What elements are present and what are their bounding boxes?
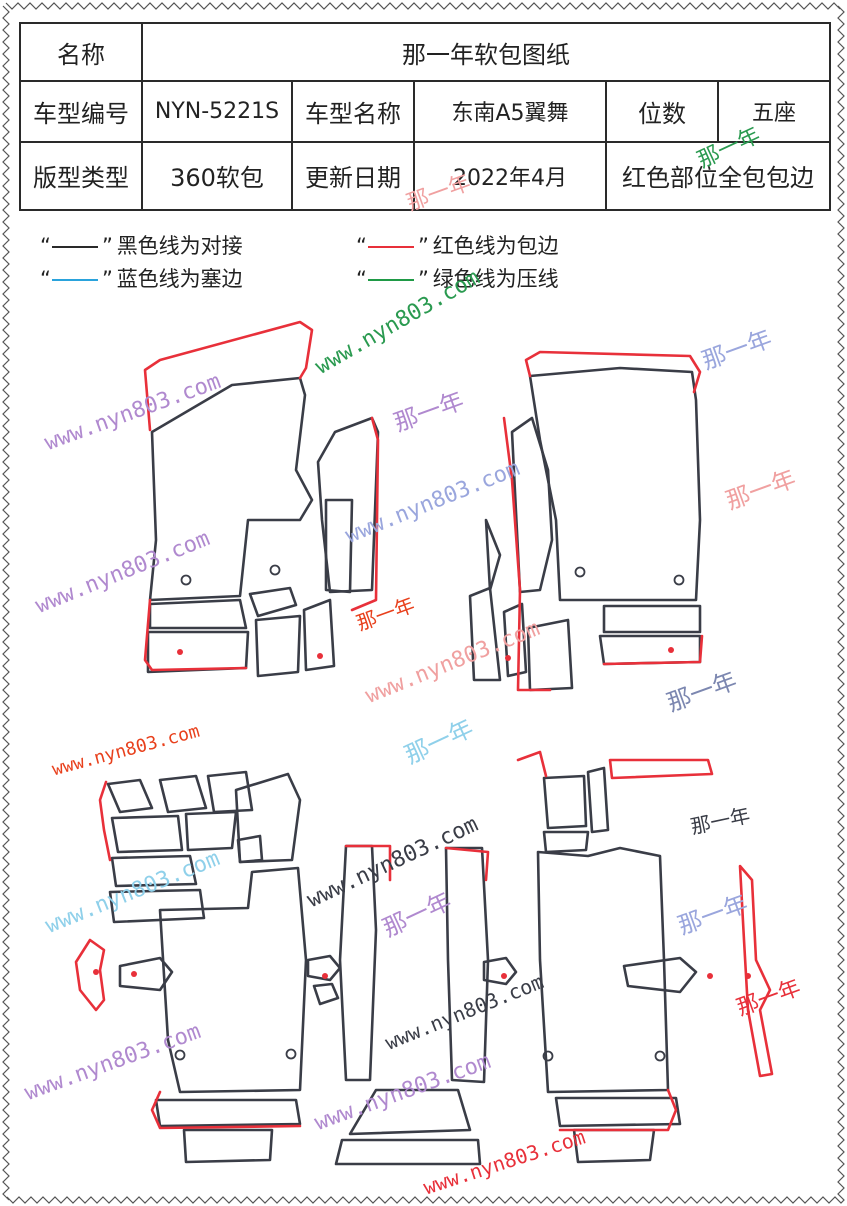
rear-right-tunnel-pad bbox=[622, 956, 698, 994]
rear-left-red-1 bbox=[98, 780, 112, 862]
driver-floor-mat bbox=[148, 376, 314, 602]
passenger-side-narrow bbox=[502, 602, 528, 678]
center-diamond-1 bbox=[306, 954, 342, 982]
rear-left-heel-strip bbox=[182, 1128, 274, 1164]
green-line-swatch bbox=[368, 279, 414, 281]
rear-right-center-diamond bbox=[482, 956, 518, 986]
info-table: 名称 那一年软包图纸 车型编号 NYN-5221S 车型名称 东南A5翼舞 位数… bbox=[19, 21, 831, 212]
rear-left-piece-b bbox=[158, 774, 208, 814]
rear-right-strip-red bbox=[608, 758, 714, 780]
center-tunnel-right bbox=[444, 846, 490, 1084]
rear-left-small-pad bbox=[236, 834, 264, 864]
rear-right-floor-mat bbox=[536, 846, 670, 1094]
name-label: 名称 bbox=[19, 21, 143, 83]
passenger-side-block bbox=[526, 618, 574, 692]
legend-red-text: 红色线为包边 bbox=[432, 234, 559, 258]
driver-side-red bbox=[350, 416, 380, 612]
rear-left-piece-c bbox=[206, 770, 254, 814]
rear-left-red-bottom bbox=[150, 1090, 302, 1130]
center-left-red bbox=[344, 844, 392, 882]
legend-blue: “” 蓝色线为塞边 bbox=[40, 267, 243, 291]
legend-red: “” 红色线为包边 bbox=[356, 234, 559, 258]
driver-center-strip bbox=[316, 416, 380, 594]
driver-front-strip bbox=[146, 630, 250, 674]
model-name-value: 东南A5翼舞 bbox=[413, 80, 607, 143]
driver-side-block bbox=[254, 614, 302, 678]
center-rear-panel bbox=[348, 1088, 472, 1136]
blue-line-swatch bbox=[52, 279, 98, 281]
legend-black-text: 黑色线为对接 bbox=[116, 234, 243, 258]
passenger-front-strip bbox=[598, 634, 702, 666]
passenger-floor-mat bbox=[528, 366, 702, 602]
rear-right-top-side bbox=[586, 766, 610, 834]
model-code-value: NYN-5221S bbox=[141, 80, 293, 143]
legend-black: “” 黑色线为对接 bbox=[40, 234, 243, 258]
driver-heel-pad bbox=[248, 586, 298, 618]
rear-left-piece-e bbox=[184, 810, 238, 852]
passenger-lower-strip bbox=[602, 604, 702, 634]
center-right-red bbox=[444, 846, 490, 882]
rear-left-side-strip bbox=[234, 772, 302, 864]
rear-left-piece-d bbox=[110, 814, 184, 854]
legend-green-text: 绿色线为压线 bbox=[432, 267, 559, 291]
type-label: 版型类型 bbox=[19, 140, 143, 212]
passenger-right-edge bbox=[502, 416, 552, 692]
model-name-label: 车型名称 bbox=[291, 80, 415, 143]
model-code-label: 车型编号 bbox=[19, 80, 143, 143]
rear-right-bottom-strip bbox=[554, 1096, 682, 1128]
passenger-front-red bbox=[602, 634, 704, 666]
passenger-strip-b bbox=[468, 586, 502, 682]
rear-left-piece-g bbox=[108, 888, 206, 924]
driver-side-narrow bbox=[302, 598, 336, 672]
red-line-swatch bbox=[368, 246, 414, 248]
rear-right-top-red bbox=[516, 750, 548, 778]
date-value: 2022年4月 bbox=[413, 140, 607, 212]
rear-left-floor-mat bbox=[158, 866, 308, 1094]
seats-value: 五座 bbox=[717, 80, 831, 143]
driver-top-edge bbox=[143, 320, 314, 432]
legend-green: “” 绿色线为压线 bbox=[356, 267, 559, 291]
note-value: 红色部位全包包边 bbox=[605, 140, 831, 212]
date-label: 更新日期 bbox=[291, 140, 415, 212]
driver-left-edge bbox=[143, 598, 248, 672]
type-value: 360软包 bbox=[141, 140, 293, 212]
rear-left-tunnel-pad bbox=[118, 956, 174, 992]
rear-left-bottom-strip bbox=[154, 1098, 302, 1128]
rear-left-red-2 bbox=[74, 938, 106, 1012]
center-rear-strip bbox=[334, 1138, 482, 1166]
legend-blue-text: 蓝色线为塞边 bbox=[116, 267, 243, 291]
drawing-name: 那一年软包图纸 bbox=[141, 21, 831, 83]
driver-lower-left-panel bbox=[148, 598, 248, 630]
rear-right-top-block bbox=[542, 774, 588, 830]
passenger-top-edge bbox=[524, 350, 702, 394]
seats-label: 位数 bbox=[605, 80, 719, 143]
rear-left-piece-a bbox=[106, 778, 154, 814]
rear-right-red-bottom bbox=[558, 1088, 678, 1132]
rear-right-small-block bbox=[542, 830, 590, 854]
driver-front-inner-panel bbox=[324, 498, 354, 594]
black-line-swatch bbox=[52, 246, 98, 248]
rear-left-piece-f bbox=[110, 854, 198, 888]
passenger-wedge bbox=[484, 518, 502, 592]
center-diamond-2 bbox=[312, 982, 340, 1006]
